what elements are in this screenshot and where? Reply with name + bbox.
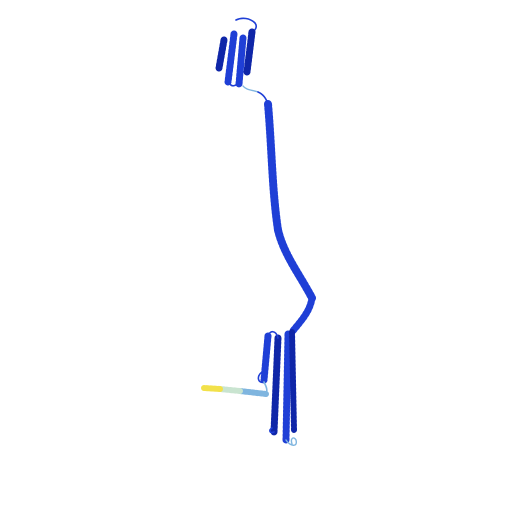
bottom-helix-bundle (257, 329, 298, 446)
bottom-loop-2 (257, 371, 265, 384)
central-long-helix (257, 91, 316, 336)
long-helix-bend (288, 294, 316, 336)
bottom-helix-4 (289, 329, 297, 433)
long-helix-upper (264, 100, 282, 234)
top-helix-1 (215, 36, 228, 72)
top-loop-3 (242, 85, 259, 93)
top-helix-bundle (215, 17, 259, 93)
side-helix-yellow (201, 385, 223, 392)
top-loop-2 (228, 81, 240, 87)
bottom-helix-3 (282, 330, 292, 444)
bottom-loop-1 (267, 330, 279, 339)
bottom-helix-2 (270, 334, 282, 436)
bottom-loop-3 (285, 437, 298, 446)
long-helix-lower (274, 226, 316, 302)
top-helix-4 (243, 28, 256, 76)
bottom-helix-1 (260, 332, 272, 384)
terminal-side-helix (201, 381, 269, 397)
bottom-loop-4 (269, 427, 275, 434)
top-helix-2 (224, 30, 238, 86)
side-helix-blue (237, 388, 269, 397)
side-helix-pale (217, 386, 243, 394)
top-helix-3 (235, 34, 247, 88)
